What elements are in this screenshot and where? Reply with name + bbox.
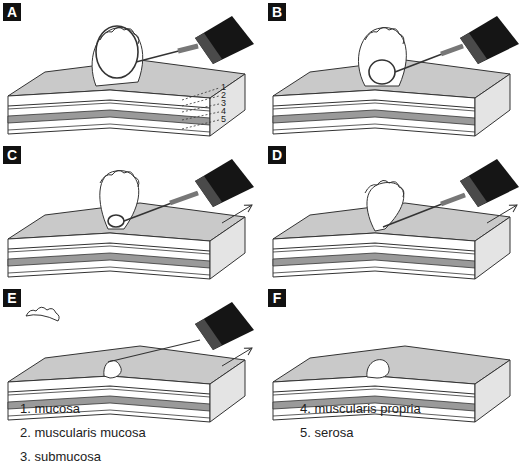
layer-name: 4. muscularis propria [300,402,421,415]
callout-number: 5 [221,115,226,124]
panel-letter-text: E [7,290,16,306]
panel-letter-text: D [272,147,282,163]
panel-d-art [273,159,519,279]
layer-name: 3. submucosa [20,450,101,463]
panel-letter-text: C [7,147,17,163]
layer-name: 5. serosa [300,426,353,439]
panel-e-art [8,302,254,422]
panel-letter: B [268,3,286,21]
panel-letter: E [3,289,21,307]
panel-letter: F [268,289,286,307]
panel-b-art [273,16,519,136]
panel-letter-text: F [273,290,282,306]
layer-name: 2. muscularis mucosa [20,426,146,439]
panel-letter: D [268,146,286,164]
panel-letter: C [3,146,21,164]
panel-c-art [8,159,254,279]
panel-f-art [273,346,510,422]
layer-name: 1. mucosa [20,402,80,415]
panel-letter-text: B [272,4,282,20]
panel-letter: A [3,3,21,21]
panel-letter-text: A [7,4,17,20]
panel-a-art [8,16,254,136]
